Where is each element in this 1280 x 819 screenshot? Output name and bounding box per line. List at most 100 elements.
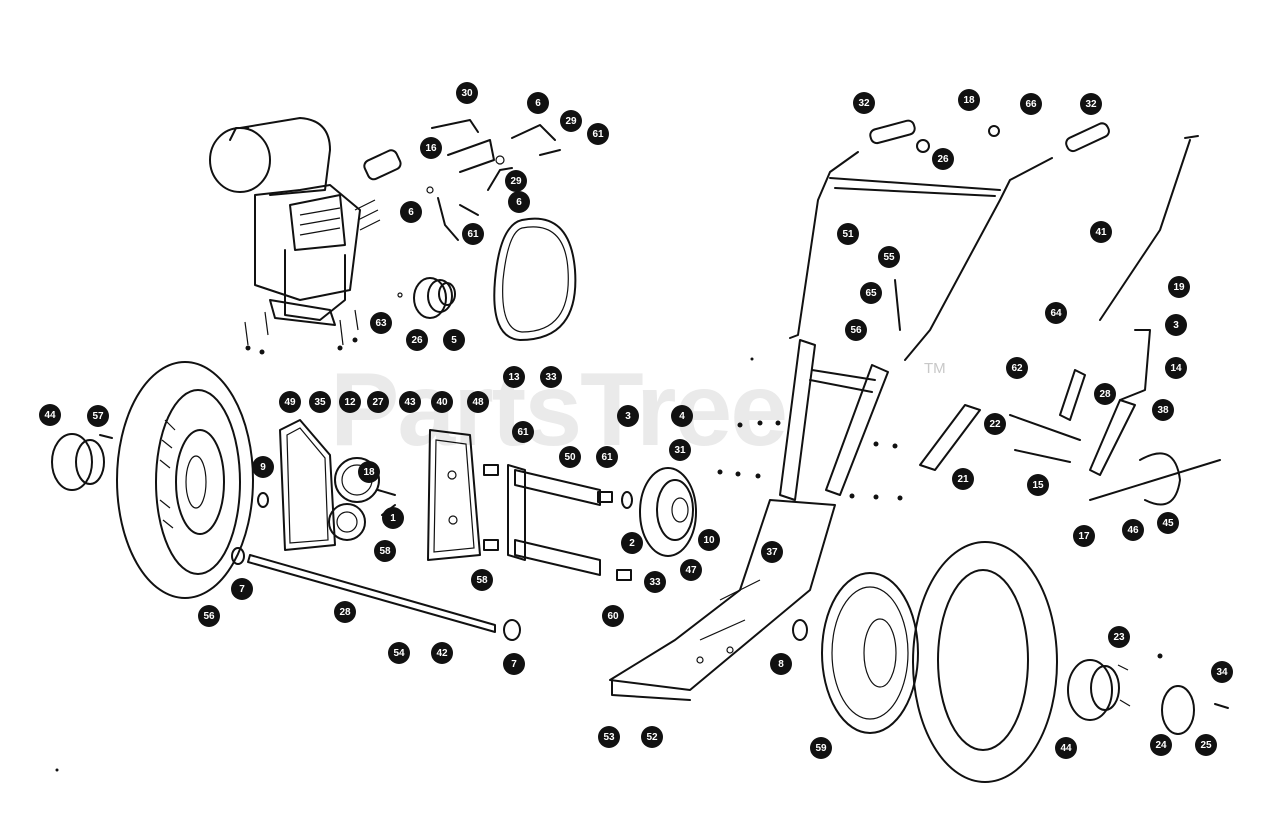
part-callout-2[interactable]: 2 (621, 532, 643, 554)
callout-badge (617, 405, 639, 427)
callout-badge (252, 456, 274, 478)
part-callout-7[interactable]: 7 (503, 653, 525, 675)
part-callout-33[interactable]: 33 (540, 366, 562, 388)
part-callout-33[interactable]: 33 (644, 571, 666, 593)
part-callout-35[interactable]: 35 (309, 391, 331, 413)
part-callout-62[interactable]: 62 (1006, 357, 1028, 379)
part-callout-25[interactable]: 25 (1195, 734, 1217, 756)
part-callout-7[interactable]: 7 (231, 578, 253, 600)
part-callout-52[interactable]: 52 (641, 726, 663, 748)
part-callout-32[interactable]: 32 (853, 92, 875, 114)
part-callout-21[interactable]: 21 (952, 468, 974, 490)
callout-badge (400, 201, 422, 223)
part-callout-28[interactable]: 28 (334, 601, 356, 623)
callout-label: 43 (404, 397, 416, 408)
callout-badge (420, 137, 442, 159)
part-callout-3[interactable]: 3 (617, 405, 639, 427)
part-callout-56[interactable]: 56 (845, 319, 867, 341)
part-callout-26[interactable]: 26 (932, 148, 954, 170)
part-callout-58[interactable]: 58 (471, 569, 493, 591)
part-callout-13[interactable]: 13 (503, 366, 525, 388)
callout-badge (1150, 734, 1172, 756)
part-callout-23[interactable]: 23 (1108, 626, 1130, 648)
callout-label: 50 (564, 452, 576, 463)
part-callout-65[interactable]: 65 (860, 282, 882, 304)
part-callout-59[interactable]: 59 (810, 737, 832, 759)
part-callout-64[interactable]: 64 (1045, 302, 1067, 324)
part-callout-56[interactable]: 56 (198, 605, 220, 627)
callout-label: 29 (565, 116, 577, 127)
part-callout-6[interactable]: 6 (508, 191, 530, 213)
callout-badge (512, 421, 534, 443)
callout-label: 55 (883, 252, 895, 263)
part-callout-6[interactable]: 6 (527, 92, 549, 114)
part-callout-37[interactable]: 37 (761, 541, 783, 563)
part-callout-4[interactable]: 4 (671, 405, 693, 427)
part-callout-60[interactable]: 60 (602, 605, 624, 627)
part-callout-24[interactable]: 24 (1150, 734, 1172, 756)
part-callout-8[interactable]: 8 (770, 653, 792, 675)
part-callout-12[interactable]: 12 (339, 391, 361, 413)
part-callout-14[interactable]: 14 (1165, 357, 1187, 379)
part-callout-54[interactable]: 54 (388, 642, 410, 664)
part-callout-66[interactable]: 66 (1020, 93, 1042, 115)
part-callout-22[interactable]: 22 (984, 413, 1006, 435)
callout-label: 64 (1050, 308, 1062, 319)
callout-label: 30 (461, 88, 473, 99)
part-callout-58[interactable]: 58 (374, 540, 396, 562)
callout-badge (860, 282, 882, 304)
part-callout-53[interactable]: 53 (598, 726, 620, 748)
part-callout-44[interactable]: 44 (39, 404, 61, 426)
part-callout-34[interactable]: 34 (1211, 661, 1233, 683)
part-callout-17[interactable]: 17 (1073, 525, 1095, 547)
part-callout-48[interactable]: 48 (467, 391, 489, 413)
part-callout-15[interactable]: 15 (1027, 474, 1049, 496)
part-callout-43[interactable]: 43 (399, 391, 421, 413)
part-callout-44[interactable]: 44 (1055, 737, 1077, 759)
callout-badge (358, 461, 380, 483)
callout-badge (527, 92, 549, 114)
callout-label: 54 (393, 648, 405, 659)
part-callout-3[interactable]: 3 (1165, 314, 1187, 336)
part-callout-19[interactable]: 19 (1168, 276, 1190, 298)
part-callout-5[interactable]: 5 (443, 329, 465, 351)
part-callout-10[interactable]: 10 (698, 529, 720, 551)
part-callout-46[interactable]: 46 (1122, 519, 1144, 541)
part-callout-18[interactable]: 18 (358, 461, 380, 483)
part-callout-41[interactable]: 41 (1090, 221, 1112, 243)
callout-badge (770, 653, 792, 675)
part-callout-42[interactable]: 42 (431, 642, 453, 664)
part-callout-1[interactable]: 1 (382, 507, 404, 529)
part-callout-50[interactable]: 50 (559, 446, 581, 468)
part-callout-45[interactable]: 45 (1157, 512, 1179, 534)
part-callout-55[interactable]: 55 (878, 246, 900, 268)
callout-label: 57 (92, 411, 104, 422)
callout-badge (845, 319, 867, 341)
callout-badge (367, 391, 389, 413)
part-callout-16[interactable]: 16 (420, 137, 442, 159)
part-callout-31[interactable]: 31 (669, 439, 691, 461)
callout-badge (334, 601, 356, 623)
part-callout-61[interactable]: 61 (512, 421, 534, 443)
part-callout-18[interactable]: 18 (958, 89, 980, 111)
part-callout-29[interactable]: 29 (560, 110, 582, 132)
part-callout-63[interactable]: 63 (370, 312, 392, 334)
part-callout-6[interactable]: 6 (400, 201, 422, 223)
part-callout-61[interactable]: 61 (462, 223, 484, 245)
part-callout-40[interactable]: 40 (431, 391, 453, 413)
part-callout-9[interactable]: 9 (252, 456, 274, 478)
part-callout-61[interactable]: 61 (587, 123, 609, 145)
part-callout-32[interactable]: 32 (1080, 93, 1102, 115)
part-callout-30[interactable]: 30 (456, 82, 478, 104)
part-callout-38[interactable]: 38 (1152, 399, 1174, 421)
part-callout-47[interactable]: 47 (680, 559, 702, 581)
part-callout-28[interactable]: 28 (1094, 383, 1116, 405)
part-callout-26[interactable]: 26 (406, 329, 428, 351)
part-callout-61[interactable]: 61 (596, 446, 618, 468)
part-callout-49[interactable]: 49 (279, 391, 301, 413)
part-callout-27[interactable]: 27 (367, 391, 389, 413)
callout-badge (1165, 314, 1187, 336)
part-callout-51[interactable]: 51 (837, 223, 859, 245)
part-callout-29[interactable]: 29 (505, 170, 527, 192)
part-callout-57[interactable]: 57 (87, 405, 109, 427)
